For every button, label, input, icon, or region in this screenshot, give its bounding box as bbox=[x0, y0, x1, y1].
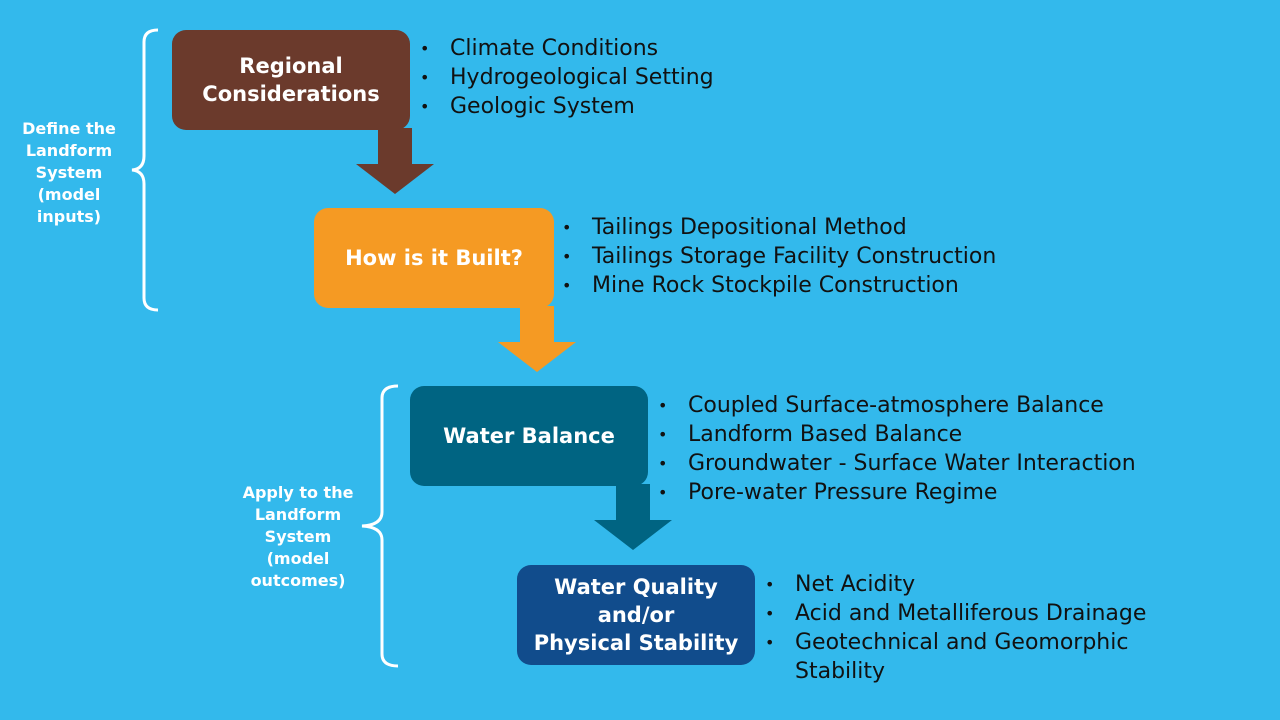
list-item: Net Acidity bbox=[763, 570, 1193, 599]
list-item: Hydrogeological Setting bbox=[418, 63, 758, 92]
flow-arrow-2 bbox=[498, 306, 576, 372]
group-label-inputs: Define the Landform System (model inputs… bbox=[22, 119, 116, 226]
list-item: Geologic System bbox=[418, 92, 758, 121]
bullet-list-water-quality: Net Acidity Acid and Metalliferous Drain… bbox=[763, 570, 1193, 686]
group-brace-outcomes bbox=[361, 384, 399, 668]
list-item: Mine Rock Stockpile Construction bbox=[560, 271, 1030, 300]
list-item: Climate Conditions bbox=[418, 34, 758, 63]
list-item: Tailings Depositional Method bbox=[560, 213, 1030, 242]
step-water-quality: Water Quality and/or Physical Stability bbox=[517, 565, 755, 665]
bullet-list-built: Tailings Depositional Method Tailings St… bbox=[560, 213, 1030, 300]
step-title: How is it Built? bbox=[345, 246, 523, 270]
group-brace-inputs bbox=[131, 28, 159, 312]
step-title: Regional Considerations bbox=[202, 54, 380, 106]
list-item: Tailings Storage Facility Construction bbox=[560, 242, 1030, 271]
list-item: Groundwater - Surface Water Interaction bbox=[656, 449, 1216, 478]
step-regional-considerations: Regional Considerations bbox=[172, 30, 410, 130]
step-water-balance: Water Balance bbox=[410, 386, 648, 486]
bullet-list-regional: Climate Conditions Hydrogeological Setti… bbox=[418, 34, 758, 121]
list-item: Pore-water Pressure Regime bbox=[656, 478, 1216, 507]
bullet-list-water-balance: Coupled Surface-atmosphere Balance Landf… bbox=[656, 391, 1216, 507]
group-label-outcomes: Apply to the Landform System (model outc… bbox=[242, 483, 354, 590]
list-item: Geotechnical and Geomorphic Stability bbox=[763, 628, 1193, 686]
step-how-is-it-built: How is it Built? bbox=[314, 208, 554, 308]
list-item: Coupled Surface-atmosphere Balance bbox=[656, 391, 1216, 420]
step-title: Water Quality and/or Physical Stability bbox=[533, 575, 739, 655]
list-item: Landform Based Balance bbox=[656, 420, 1216, 449]
step-title: Water Balance bbox=[443, 424, 615, 448]
list-item: Acid and Metalliferous Drainage bbox=[763, 599, 1193, 628]
flow-arrow-1 bbox=[356, 128, 434, 194]
flow-arrow-3 bbox=[594, 484, 672, 550]
